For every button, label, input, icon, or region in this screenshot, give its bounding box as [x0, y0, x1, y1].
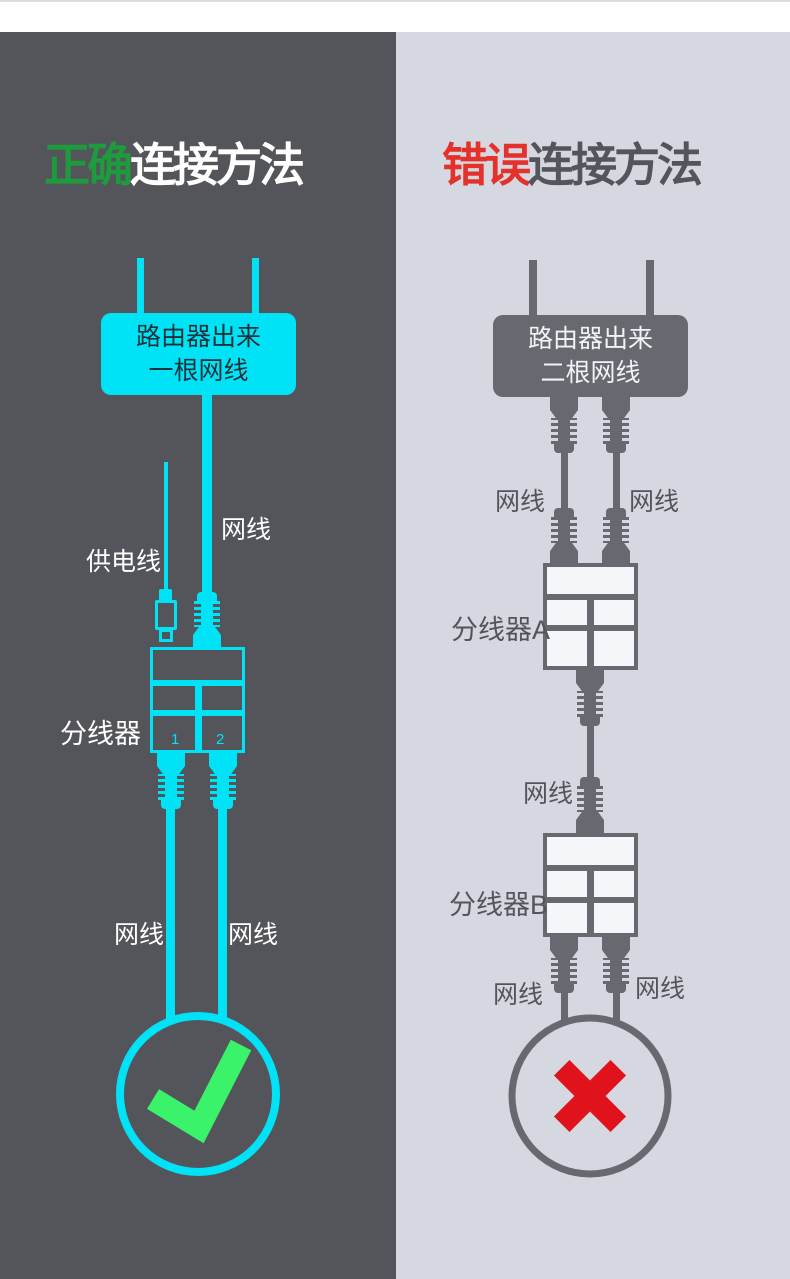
splitter-label: 分线器: [60, 719, 141, 749]
network-cable: [561, 991, 568, 1023]
splitter-divider: [587, 594, 594, 666]
rj45-connector-icon: [576, 777, 604, 833]
splitter-divider: [195, 680, 202, 750]
correct-panel-background: [0, 32, 396, 1279]
rj45-connector-icon: [550, 397, 578, 453]
splitter-b-label: 分线器B: [449, 890, 549, 920]
wrong-title-rest: 连接方法: [528, 139, 703, 191]
rj45-connector-icon: [602, 397, 630, 453]
router-box-wrong: 路由器出来 二根网线: [493, 315, 688, 397]
router-antenna-icon: [137, 258, 144, 316]
rj45-connector-icon: [157, 753, 185, 809]
router-box-correct: 路由器出来 一根网线: [101, 313, 296, 395]
splitter-box-correct: 1 2: [150, 647, 245, 753]
splitter-a-box: [543, 563, 638, 670]
router-text-line1: 路由器出来: [135, 323, 261, 351]
splitter-b-box: [543, 833, 638, 937]
network-cable-label: 网线: [221, 516, 272, 544]
network-cable: [218, 807, 227, 1021]
correct-title-rest: 连接方法: [130, 139, 305, 191]
network-cable-label: 网线: [495, 488, 546, 516]
router-antenna-icon: [529, 260, 537, 316]
splitter-divider: [587, 865, 594, 933]
rj45-connector-icon: [576, 670, 604, 726]
checkmark-circle: [116, 1012, 280, 1176]
network-cable: [613, 450, 620, 510]
power-cable-label: 供电线: [86, 548, 162, 576]
network-cable-label: 网线: [523, 780, 574, 808]
splitter-a-label: 分线器A: [451, 615, 551, 645]
power-plug-neck-icon: [159, 589, 172, 601]
router-text-line2: 二根网线: [540, 359, 641, 387]
router-text-line2: 一根网线: [148, 357, 249, 385]
network-cable-label: 网线: [114, 921, 165, 949]
wrong-title-highlight: 错误: [442, 139, 531, 191]
network-cable: [587, 724, 594, 780]
rj45-connector-icon: [193, 592, 221, 648]
port-1-label: 1: [171, 731, 180, 748]
network-cable: [202, 393, 212, 594]
network-cable-label: 网线: [228, 921, 279, 949]
rj45-connector-icon: [602, 508, 630, 564]
port-2-label: 2: [216, 731, 225, 748]
correct-title-highlight: 正确: [44, 139, 133, 191]
top-hairline: [0, 0, 790, 2]
power-cable: [164, 462, 168, 591]
network-cable: [166, 807, 175, 1021]
network-cable-label: 网线: [629, 488, 680, 516]
network-cable: [613, 991, 620, 1023]
router-text-line1: 路由器出来: [527, 325, 653, 353]
rj45-connector-icon: [550, 937, 578, 993]
rj45-connector-icon: [602, 937, 630, 993]
cross-icon: [553, 1059, 627, 1133]
router-antenna-icon: [646, 260, 654, 316]
rj45-connector-icon: [209, 753, 237, 809]
cross-circle: [508, 1014, 672, 1178]
rj45-connector-icon: [550, 508, 578, 564]
checkmark-icon: [147, 1039, 252, 1144]
router-antenna-icon: [252, 258, 259, 316]
correct-method-title: 正确连接方法: [44, 139, 305, 191]
network-cable-label: 网线: [635, 975, 686, 1003]
usb-power-tip-icon: [159, 629, 173, 642]
network-cable-label: 网线: [493, 981, 544, 1009]
network-cable: [561, 450, 568, 510]
wrong-method-title: 错误连接方法: [442, 139, 703, 191]
usb-power-connector-icon: [155, 600, 177, 630]
